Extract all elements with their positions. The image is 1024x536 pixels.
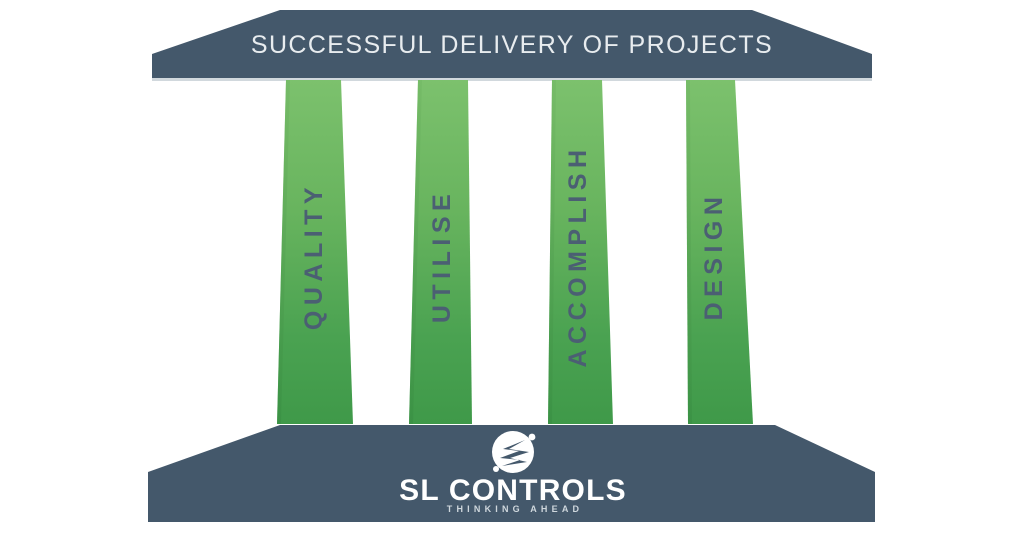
roof-shape: [152, 10, 872, 78]
pillar-utilise-label: UTILISE: [428, 189, 456, 323]
base-group: SL CONTROLS THINKING AHEAD: [148, 425, 875, 522]
roof-title: SUCCESSFUL DELIVERY OF PROJECTS: [251, 31, 773, 59]
pillar-accomplish-label: ACCOMPLISH: [564, 144, 592, 367]
logo-zigzag-glyph: [500, 440, 529, 466]
sl-controls-logo: SL CONTROLS THINKING AHEAD: [399, 431, 627, 514]
pillar-quality[interactable]: QUALITY: [277, 80, 353, 424]
pillar-accomplish[interactable]: ACCOMPLISH: [548, 80, 613, 424]
pillar-design[interactable]: DESIGN: [686, 80, 753, 424]
pillar-design-label: DESIGN: [700, 192, 728, 321]
pillar-utilise-left-edge: [409, 80, 422, 424]
pillar-design-left-edge: [686, 80, 692, 424]
logo-tagline: THINKING AHEAD: [447, 504, 583, 514]
sl-controls-circle-mark-icon: [492, 431, 536, 473]
logo-dot-upper-right: [528, 433, 536, 441]
pillar-accomplish-shape: [548, 80, 613, 424]
pillar-utilise[interactable]: UTILISE: [409, 80, 472, 424]
pillar-utilise-shape: [409, 80, 472, 424]
roof-group: SUCCESSFUL DELIVERY OF PROJECTS: [152, 10, 872, 81]
pillar-design-shape: [686, 80, 753, 424]
logo-dot-lower-left: [493, 466, 499, 472]
pillar-accomplish-left-edge: [548, 80, 556, 424]
pillars-group: QUALITY UTILISE ACCOMPLISH DESIGN: [277, 80, 753, 424]
pillar-quality-label: QUALITY: [300, 182, 328, 330]
pillar-quality-left-edge: [277, 80, 290, 424]
roof-underline-shadow: [152, 78, 872, 81]
pillar-quality-shape: [277, 80, 353, 424]
logo-wordmark: SL CONTROLS: [399, 474, 627, 507]
base-shape: [148, 425, 875, 522]
